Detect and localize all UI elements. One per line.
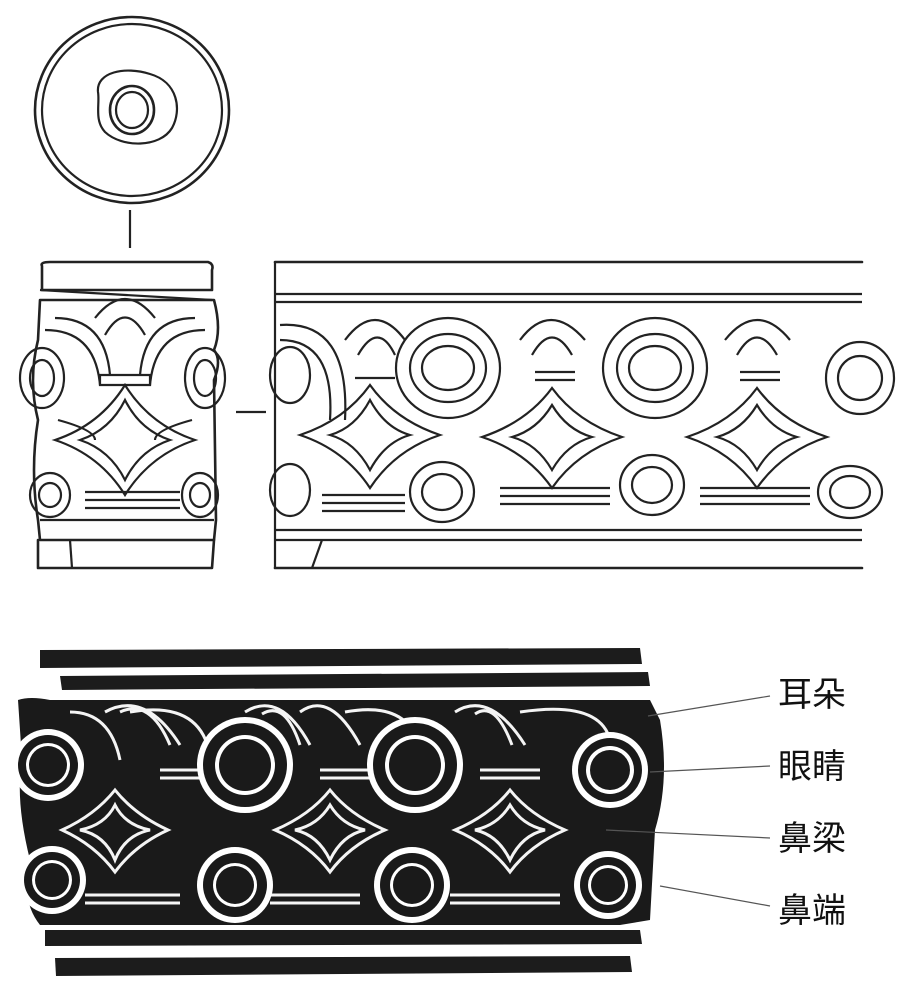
side-view <box>18 260 266 570</box>
leader-lines <box>605 695 771 907</box>
label-nose-bridge: 鼻梁 <box>778 819 846 859</box>
label-ear: 耳朵 <box>778 675 846 715</box>
label-nose-tip: 鼻端 <box>778 891 846 931</box>
unrolled-drawing <box>268 260 896 570</box>
top-view <box>33 15 231 248</box>
rubbing-eyes <box>12 717 648 923</box>
rubbing-image <box>12 648 664 976</box>
label-eye: 眼睛 <box>778 747 846 787</box>
